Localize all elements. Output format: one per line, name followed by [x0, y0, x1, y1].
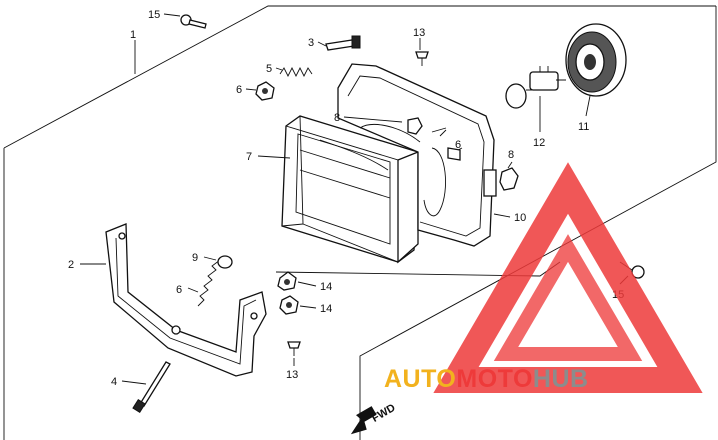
callout-6-bottom: 6: [176, 284, 182, 296]
nut-top: [255, 81, 275, 101]
nut-bottom: [217, 255, 233, 269]
spring-bottom: [197, 259, 221, 307]
headlight-lens-unit: [281, 115, 419, 264]
forward-arrow: [350, 406, 377, 435]
nut-14-upper: [277, 271, 297, 291]
nut-right: [499, 167, 519, 191]
screw-top: [415, 51, 429, 66]
callout-15-top: 15: [148, 9, 160, 21]
fwd-label: FWD: [370, 402, 398, 425]
screw-bottom: [287, 341, 301, 356]
callout-10: 10: [514, 212, 526, 224]
callout-14-lower: 14: [320, 303, 332, 315]
callout-9: 9: [192, 252, 198, 264]
callout-5-top: 5: [266, 63, 272, 75]
callout-13-top: 13: [413, 27, 425, 39]
callout-13-bottom: 13: [286, 369, 298, 381]
watermark-auto: AUTO: [384, 365, 456, 393]
watermark-moto: MOTO: [456, 365, 533, 393]
callout-8-right: 8: [508, 149, 514, 161]
callout-3: 3: [308, 37, 314, 49]
watermark-logo: [433, 162, 703, 393]
callout-1: 1: [130, 29, 136, 41]
adjusting-screw-top: [325, 35, 361, 51]
bolt-top: [180, 14, 207, 29]
callout-6-top: 6: [236, 84, 242, 96]
spring-top: [279, 66, 313, 78]
callout-14-upper: 14: [320, 281, 332, 293]
callout-8-inner: 8: [334, 112, 340, 124]
callout-6-inner: 6: [455, 139, 461, 151]
callout-12: 12: [533, 137, 545, 149]
nut-14-lower: [279, 295, 299, 315]
watermark-hub: HUB: [533, 365, 589, 393]
nut-inner: [407, 117, 423, 135]
callout-7: 7: [246, 151, 252, 163]
callout-4: 4: [111, 376, 117, 388]
bulb-socket-cover: [565, 23, 627, 97]
watermark-text: AUTOMOTOHUB: [384, 365, 589, 393]
callout-11: 11: [578, 121, 589, 133]
headlight-bulb: [505, 66, 566, 109]
callout-2: 2: [68, 259, 74, 271]
mounting-bracket: [105, 223, 267, 377]
adjusting-screw-bottom: [132, 361, 171, 414]
